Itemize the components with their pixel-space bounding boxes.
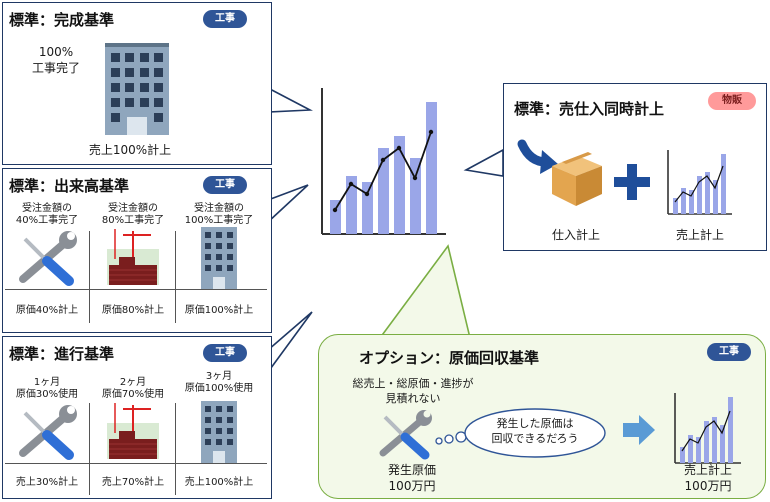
panel-title: 標準：売仕入同時計上	[514, 100, 665, 118]
construction-crane-icon	[107, 229, 159, 285]
divider	[175, 403, 176, 495]
arrow-icon	[517, 139, 558, 174]
category-badge: 工事	[203, 10, 247, 28]
status-percent: 100%	[38, 45, 74, 59]
column-head: 40%工事完了	[15, 215, 79, 226]
panel-footer: 売上100%計上	[88, 143, 172, 157]
column-head: 1ヶ月	[33, 377, 61, 388]
panel-title: 標準：完成基準	[9, 11, 115, 29]
category-badge: 工事	[203, 176, 247, 194]
divider	[89, 403, 90, 495]
building-icon	[105, 43, 169, 135]
column-footer: 売上100%計上	[184, 477, 254, 488]
progress-basis-panel: 標準：進行基準 工事 1ヶ月 原価30%使用 2ヶ月 原価70%使用 3ヶ月 原…	[2, 336, 272, 499]
column-head: 3ヶ月	[205, 371, 233, 382]
column-head: 受注金額の	[194, 203, 244, 214]
column-head: 原価30%使用	[15, 389, 79, 400]
wrench-screwdriver-icon	[19, 231, 77, 286]
column-head: 100%工事完了	[184, 215, 254, 226]
construction-crane-icon	[107, 403, 159, 459]
building-icon	[201, 401, 237, 463]
column-head: 2ヶ月	[119, 377, 147, 388]
completion-basis-panel: 標準：完成基準 工事 100% 工事完了 売上100%計上	[2, 2, 272, 165]
column-head: 受注金額の	[108, 203, 158, 214]
column-footer: 売上70%計上	[101, 477, 165, 488]
panel-title: 標準：進行基準	[9, 345, 115, 363]
bar-chart-icon	[321, 88, 446, 235]
cost-recovery-panel: オプション：原価回収基準 工事 総売上・総原価・進捗が 見積れない 発生した原価…	[318, 334, 766, 499]
column-footer: 売上30%計上	[15, 477, 79, 488]
purchase-label: 仕入計上	[551, 228, 600, 242]
thought-cloud-icon	[435, 408, 606, 458]
box-icon	[552, 152, 602, 206]
plus-icon	[614, 164, 650, 200]
divider	[5, 463, 267, 464]
panel-title: 標準：出来高基準	[9, 177, 130, 195]
category-badge: 工事	[707, 343, 751, 361]
cost-label: 発生原価	[387, 463, 436, 477]
bar-chart-icon	[674, 393, 741, 464]
divider	[89, 231, 90, 323]
condition-note: 見積れない	[385, 392, 441, 405]
sales-label: 売上計上	[683, 463, 732, 477]
panel-title: オプション：原価回収基準	[359, 349, 540, 367]
thought-text: 発生した原価は	[496, 417, 574, 430]
cost-value: 100万円	[388, 479, 436, 493]
sales-value: 100万円	[684, 479, 732, 493]
column-head: 受注金額の	[22, 203, 72, 214]
category-badge: 物販	[708, 92, 756, 110]
column-head: 原価100%使用	[184, 383, 254, 394]
divider	[5, 289, 267, 290]
wrench-screwdriver-icon	[379, 410, 432, 460]
building-icon	[201, 227, 237, 289]
condition-note: 総売上・総原価・進捗が	[352, 377, 474, 390]
simultaneous-basis-panel: 標準：売仕入同時計上 物販 仕入計上 売上計上	[503, 83, 767, 251]
arrow-icon	[623, 415, 655, 445]
column-head: 原価70%使用	[101, 389, 165, 400]
sales-label: 売上計上	[675, 228, 724, 242]
column-footer: 原価40%計上	[15, 305, 79, 316]
status-text: 工事完了	[31, 61, 80, 75]
column-footer: 原価80%計上	[101, 305, 165, 316]
column-head: 80%工事完了	[101, 215, 165, 226]
output-basis-panel: 標準：出来高基準 工事 受注金額の 40%工事完了 受注金額の 80%工事完了 …	[2, 168, 272, 333]
wrench-screwdriver-icon	[19, 405, 77, 460]
thought-text: 回収できるだろう	[491, 432, 579, 445]
divider	[175, 231, 176, 323]
column-footer: 原価100%計上	[184, 305, 254, 316]
bar-chart-icon	[667, 150, 732, 215]
category-badge: 工事	[203, 344, 247, 362]
